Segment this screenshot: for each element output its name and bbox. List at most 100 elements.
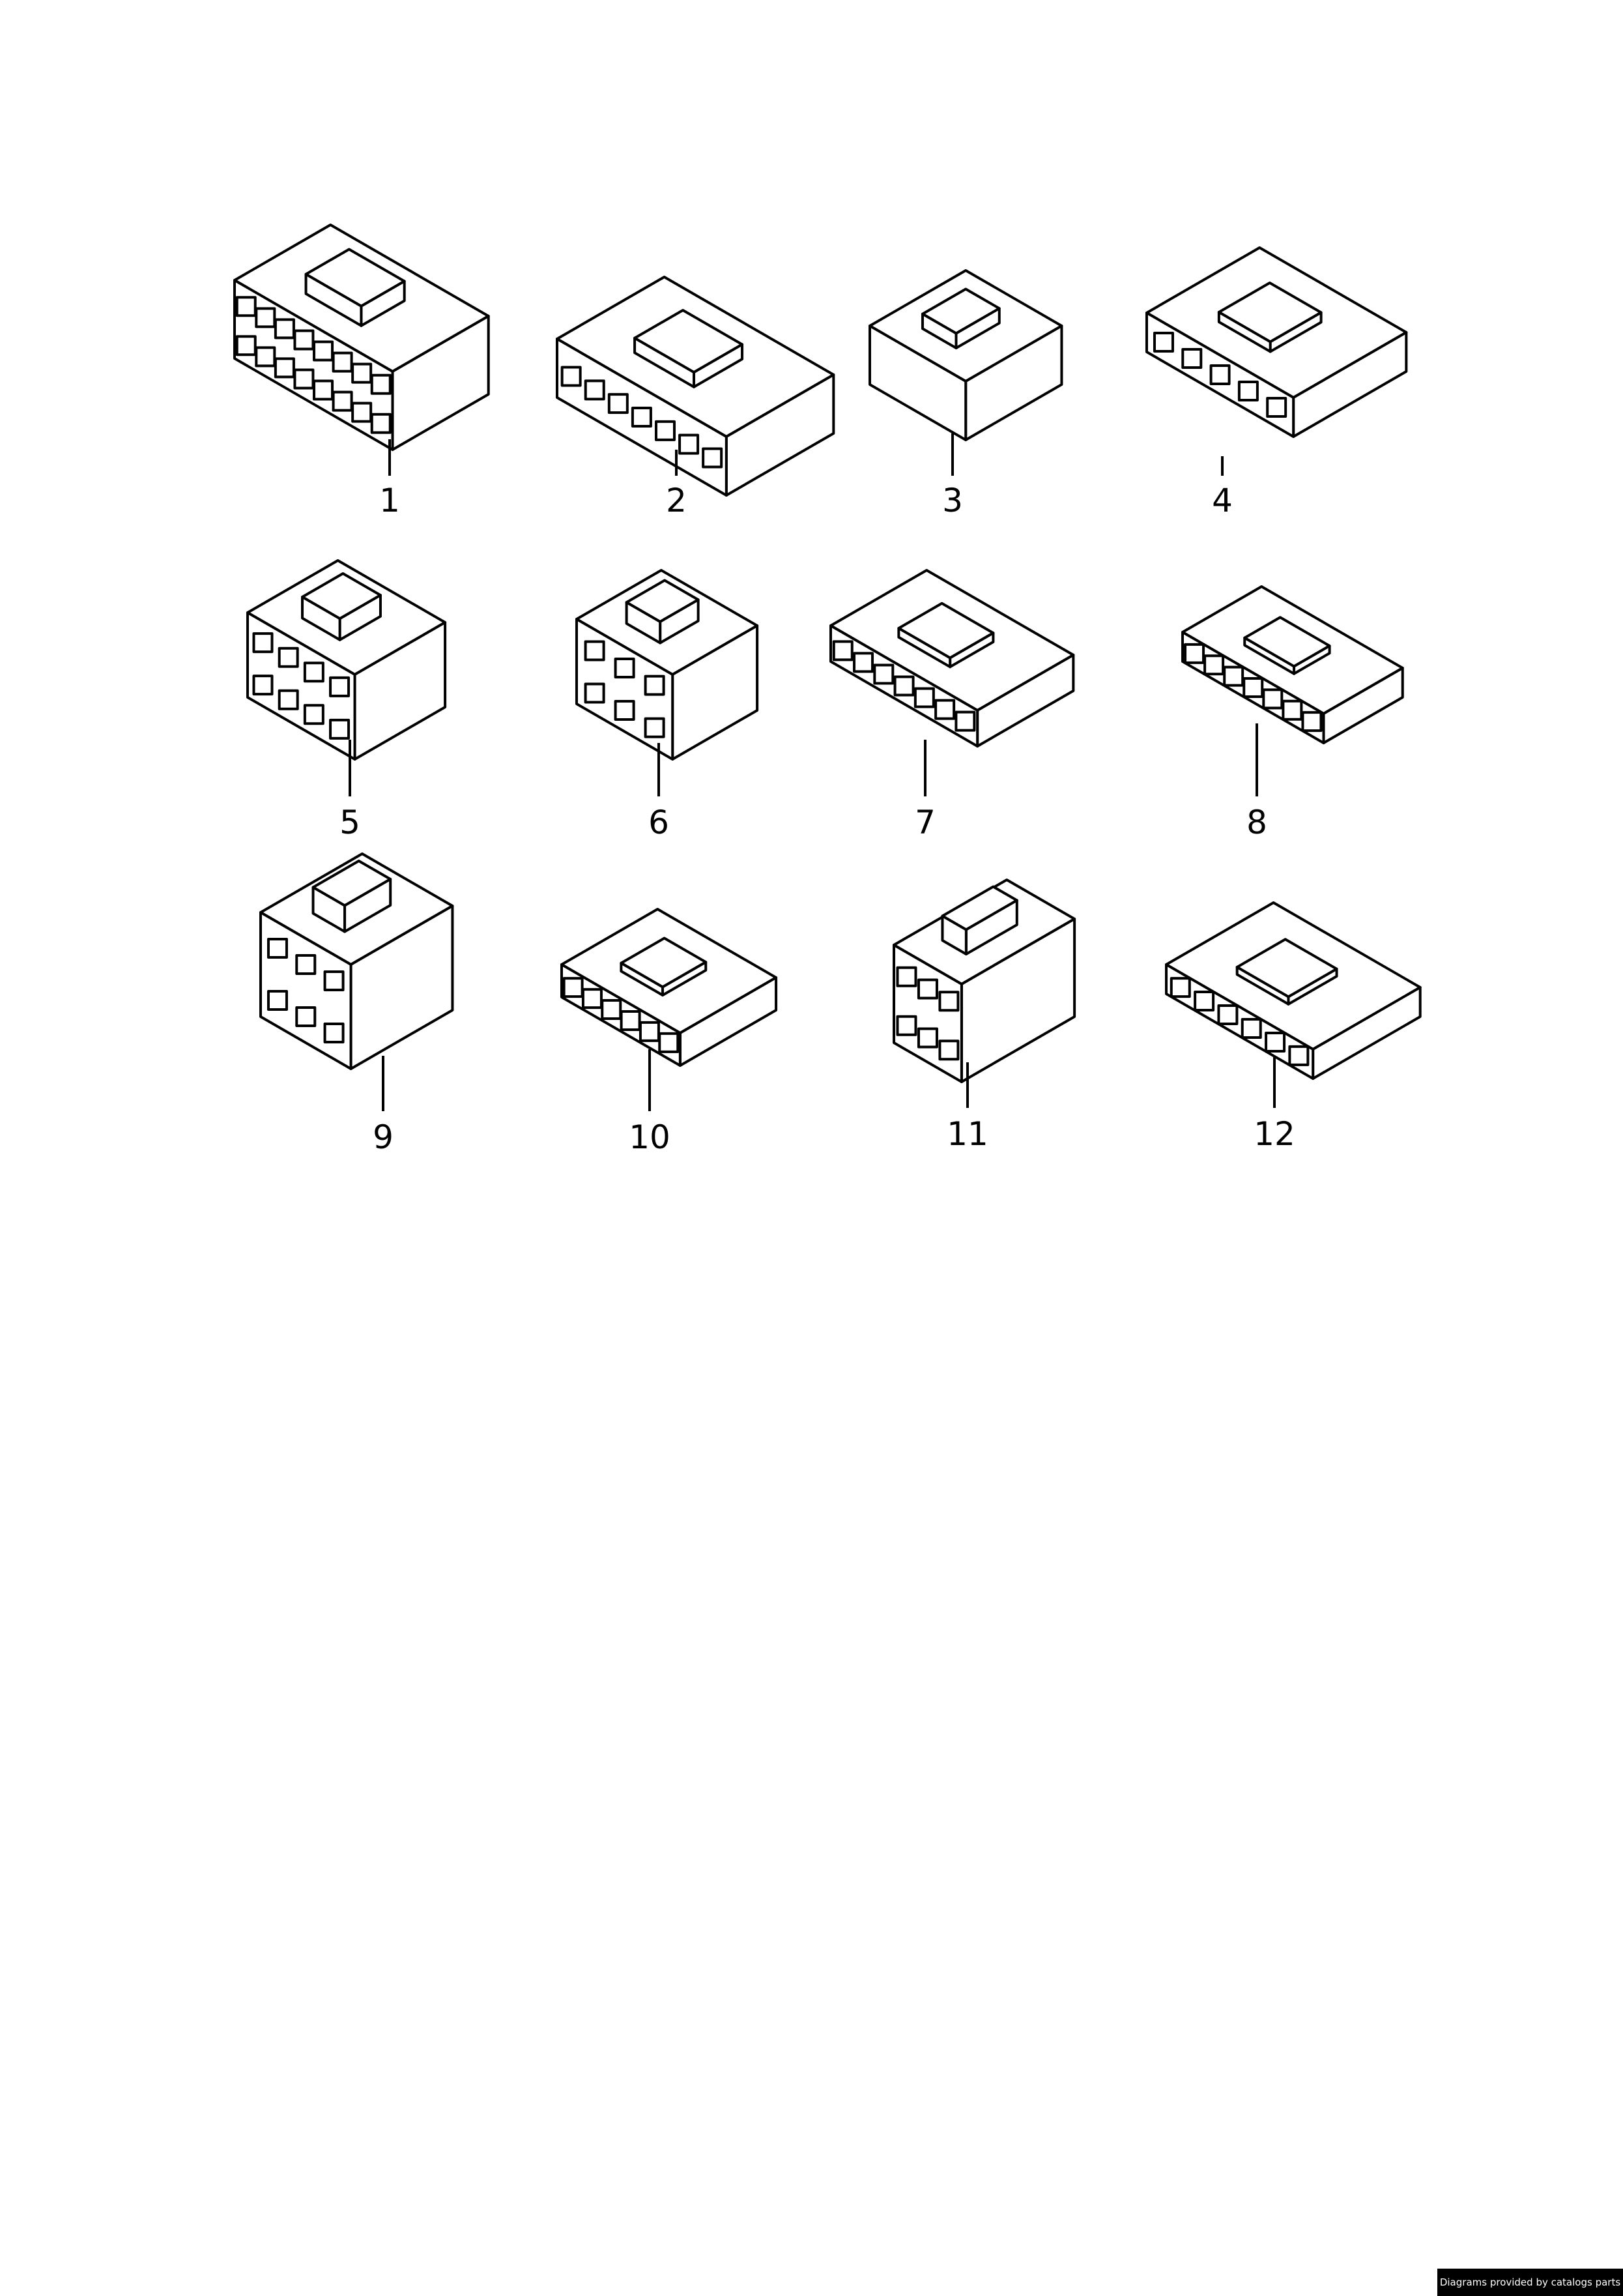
callout-12: 12 bbox=[1254, 1115, 1295, 1153]
pin-cavity bbox=[255, 307, 276, 328]
connector-10 bbox=[560, 908, 778, 1067]
pin-cavity bbox=[702, 447, 723, 469]
callout-4: 4 bbox=[1212, 482, 1233, 519]
pin-cavity bbox=[601, 999, 622, 1021]
pin-cavity bbox=[252, 675, 274, 696]
housing-front bbox=[869, 325, 968, 441]
callout-11: 11 bbox=[947, 1115, 988, 1153]
pin-cavity bbox=[917, 1027, 938, 1049]
pin-cavity bbox=[329, 676, 351, 697]
pin-cavity bbox=[1170, 977, 1191, 998]
pin-cavity bbox=[303, 704, 324, 725]
callout-1: 1 bbox=[379, 482, 400, 519]
pin-cavity bbox=[329, 718, 351, 740]
pin-cavity bbox=[955, 710, 976, 732]
pin-cavity bbox=[1266, 397, 1287, 418]
connector-7 bbox=[829, 569, 1075, 748]
pin-cavity bbox=[938, 991, 960, 1012]
pin-cavity bbox=[1241, 1017, 1262, 1039]
pin-cavity bbox=[620, 1010, 641, 1031]
pin-cavity bbox=[1237, 381, 1259, 401]
pin-cavity bbox=[562, 977, 584, 998]
latch-front bbox=[1243, 636, 1296, 675]
pin-cavity bbox=[1217, 1004, 1239, 1026]
pin-cavity bbox=[313, 340, 334, 362]
pin-cavity bbox=[278, 689, 299, 710]
pin-cavity bbox=[351, 401, 373, 423]
latch-front bbox=[941, 914, 968, 955]
pin-cavity bbox=[274, 318, 295, 340]
pin-cavity bbox=[255, 346, 276, 368]
pin-cavity bbox=[560, 366, 582, 387]
latch-front bbox=[1235, 966, 1290, 1006]
callout-9: 9 bbox=[373, 1118, 394, 1156]
pin-cavity bbox=[584, 640, 605, 661]
pin-cavity bbox=[252, 632, 274, 654]
connector-5 bbox=[246, 559, 447, 761]
pin-cavity bbox=[873, 663, 895, 685]
callout-2: 2 bbox=[666, 482, 687, 519]
callout-7: 7 bbox=[915, 804, 936, 841]
connector-11 bbox=[893, 879, 1076, 1083]
connector-9 bbox=[259, 852, 454, 1070]
pin-cavity bbox=[313, 379, 334, 401]
latch-front bbox=[1217, 311, 1272, 353]
pin-cavity bbox=[293, 368, 315, 390]
connector-6 bbox=[575, 569, 759, 761]
pin-cavity bbox=[1282, 699, 1303, 721]
pin-cavity bbox=[293, 329, 315, 351]
pin-cavity bbox=[266, 990, 288, 1011]
connector-12 bbox=[1165, 901, 1422, 1080]
pin-cavity bbox=[370, 413, 392, 434]
pin-cavity bbox=[235, 335, 257, 356]
pin-cavity bbox=[1223, 665, 1244, 687]
callout-3: 3 bbox=[942, 482, 963, 519]
housing-front bbox=[246, 611, 356, 761]
latch-front bbox=[311, 886, 347, 933]
pin-cavity bbox=[1153, 332, 1174, 353]
pin-cavity bbox=[1203, 654, 1225, 676]
pin-cavity bbox=[644, 717, 665, 738]
callout-10: 10 bbox=[629, 1118, 670, 1156]
latch-front bbox=[633, 336, 696, 388]
connector-drawings bbox=[233, 224, 1422, 1083]
pin-cavity bbox=[278, 647, 299, 668]
pin-cavity bbox=[1265, 1031, 1286, 1053]
pin-cavity bbox=[607, 393, 629, 414]
pin-cavity bbox=[832, 640, 854, 661]
pin-cavity bbox=[266, 938, 288, 959]
pin-cavity bbox=[614, 658, 635, 678]
pin-cavity bbox=[1181, 348, 1203, 369]
pin-cavity bbox=[332, 390, 353, 412]
pin-cavity bbox=[938, 1039, 960, 1061]
pin-cavity bbox=[934, 699, 956, 720]
callout-labels: 1 2 3 4 5 6 7 8 9 10 11 12 bbox=[339, 482, 1295, 1156]
pin-cavity bbox=[893, 675, 915, 697]
pin-cavity bbox=[323, 1023, 345, 1043]
pin-cavity bbox=[1184, 643, 1205, 664]
pin-cavity bbox=[1262, 688, 1284, 710]
pin-cavity bbox=[295, 1006, 317, 1027]
pin-cavity bbox=[644, 675, 665, 696]
pin-cavity bbox=[303, 661, 324, 683]
pin-cavity bbox=[323, 970, 345, 991]
connector-1 bbox=[233, 224, 490, 451]
connector-8 bbox=[1181, 585, 1404, 744]
leader-lines bbox=[349, 433, 1276, 1111]
pin-cavity bbox=[896, 1015, 917, 1036]
pin-cavity bbox=[654, 420, 676, 441]
connector-2 bbox=[556, 276, 835, 497]
pin-cavity bbox=[351, 362, 373, 384]
pin-cavity bbox=[584, 682, 605, 704]
latch-front bbox=[897, 627, 952, 669]
latch-front bbox=[301, 596, 341, 641]
connector-4 bbox=[1145, 246, 1408, 438]
watermark-badge: Diagrams provided by catalogs parts bbox=[1437, 2269, 1623, 2296]
connector-3 bbox=[869, 269, 1063, 441]
pin-cavity bbox=[1242, 677, 1264, 698]
latch-front bbox=[304, 272, 363, 327]
pin-cavity bbox=[631, 407, 652, 428]
pin-cavity bbox=[581, 988, 603, 1010]
pin-cavity bbox=[584, 379, 605, 401]
